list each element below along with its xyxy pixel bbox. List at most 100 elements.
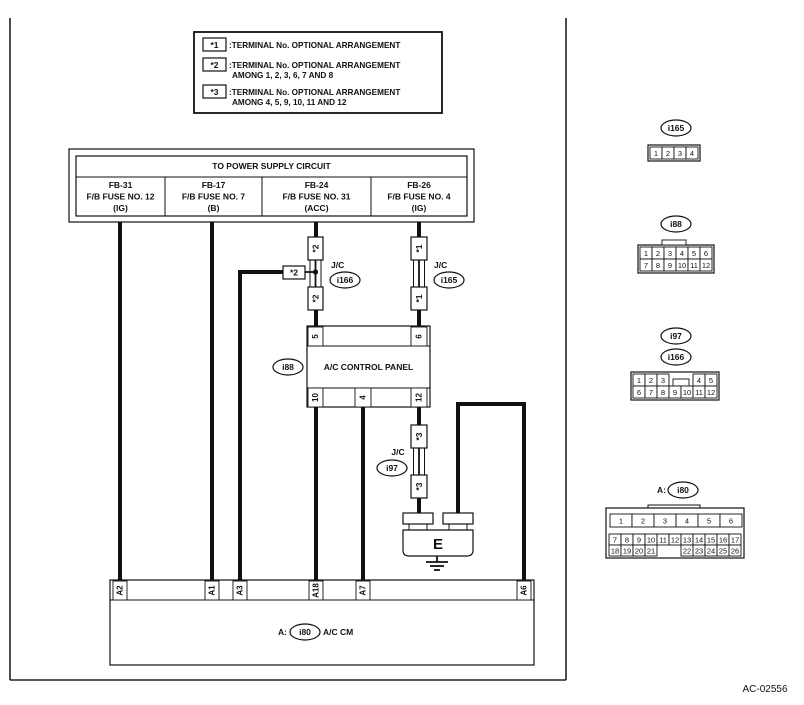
connector-id-oval [376,459,408,477]
diagram-frame [9,18,567,681]
terminal-cell [704,385,718,399]
connector-half [410,286,428,311]
fuse-code: FB-31 [109,180,133,190]
pin-label: 4 [359,395,368,400]
terminal-number: 2 [649,376,653,385]
terminal-number: 11 [695,388,703,397]
pin-cell [308,580,324,601]
fuse-circuit: (IG) [412,203,427,213]
terminal-number: 4 [685,516,689,525]
legend-marker-box [202,57,227,72]
pin-cell [232,580,248,601]
connector-id-oval [660,119,692,137]
terminal-number: 4 [690,149,694,158]
pin-cell [516,580,532,601]
connector-half [282,265,306,280]
jc-label: J/C [434,260,447,270]
terminal-number: 6 [637,388,641,397]
connector-id-oval [272,358,304,376]
fuse-name: F/B FUSE NO. 31 [282,192,350,202]
ground-terminal: E [402,512,474,557]
legend: *1 :TERMINAL No. OPTIONAL ARRANGEMENT *2… [193,31,443,114]
pin-label: 12 [415,393,424,402]
ac-cm-name: A/C CM [323,627,353,637]
terminal-number: 13 [683,535,691,544]
wire-jc-branch-to-a3 [238,270,283,581]
terminal-number: 7 [649,388,653,397]
legend-marker: *2 [210,60,218,70]
terminal-number: 3 [668,249,672,258]
terminal-marker: *3 [414,482,424,490]
connector-half [410,474,428,499]
terminal-cell [719,513,743,528]
fuse-code: FB-26 [407,180,431,190]
terminal-marker: *1 [414,244,424,252]
fuse-name: F/B FUSE NO. 12 [86,192,154,202]
connector-prefix: A: [657,485,666,495]
terminal-number: 7 [644,261,648,270]
terminal-number: 22 [683,546,691,555]
terminal-number: 10 [683,388,691,397]
legend-marker: *1 [210,40,218,50]
terminal-number: 8 [661,388,665,397]
terminal-number: 5 [707,516,711,525]
joint-connector-i97: *3 *3 J/C i97 [376,424,428,499]
ground-symbol-icon [426,556,448,571]
connector-id-label: i165 [668,123,685,133]
terminal-number: 20 [635,546,643,555]
ground-body [402,529,474,557]
pin-cell [410,326,428,347]
fuse-name: F/B FUSE NO. 4 [387,192,451,202]
terminal-cell [685,146,699,160]
terminal-number: 1 [654,149,658,158]
pin-cell [307,326,324,347]
splice-dot [312,269,319,275]
jc-label: J/C [331,260,344,270]
terminal-number: 3 [678,149,682,158]
connector-id-label: i88 [282,362,294,372]
legend-text: :TERMINAL No. OPTIONAL ARRANGEMENT [229,41,400,50]
legend-marker-box [202,37,227,52]
terminal-number: 2 [656,249,660,258]
pin-cell [112,580,128,601]
terminal-number: 3 [663,516,667,525]
terminal-marker: *1 [414,294,424,302]
legend-text: AMONG 4, 5, 9, 10, 11 AND 12 [232,98,347,107]
pin-label: A1 [208,585,217,596]
terminal-number: 18 [611,546,619,555]
connector-lock-tab [647,504,701,508]
ground-label: E [433,536,443,553]
terminal-number: 21 [647,546,655,555]
connector-id-oval [329,271,361,289]
ground-connector-head [442,512,474,525]
legend-marker-box [202,84,227,99]
ac-cm-prefix: A: [278,627,287,637]
legend-box [193,31,443,114]
terminal-number: 5 [692,249,696,258]
connector-id-label: i97 [670,331,682,341]
terminal-number: 15 [707,535,715,544]
pin-cell [354,387,372,408]
terminal-number: 12 [702,261,710,270]
terminal-number: 24 [707,546,715,555]
terminal-marker: *3 [414,432,424,440]
terminal-number: 6 [729,516,733,525]
terminal-number: 19 [623,546,631,555]
fuse-circuit: (B) [208,203,220,213]
pin-label: A6 [520,585,529,596]
connector-half [307,286,324,311]
pin-cell [355,580,371,601]
wires [118,222,526,581]
terminal-number: 5 [709,376,713,385]
terminal-number: 10 [678,261,686,270]
terminal-number: 3 [661,376,665,385]
wire-ground-to-a6 [456,402,526,581]
terminal-number: 16 [719,535,727,544]
connector-lock-tab [672,378,690,387]
connector-id-label: i80 [299,627,311,637]
